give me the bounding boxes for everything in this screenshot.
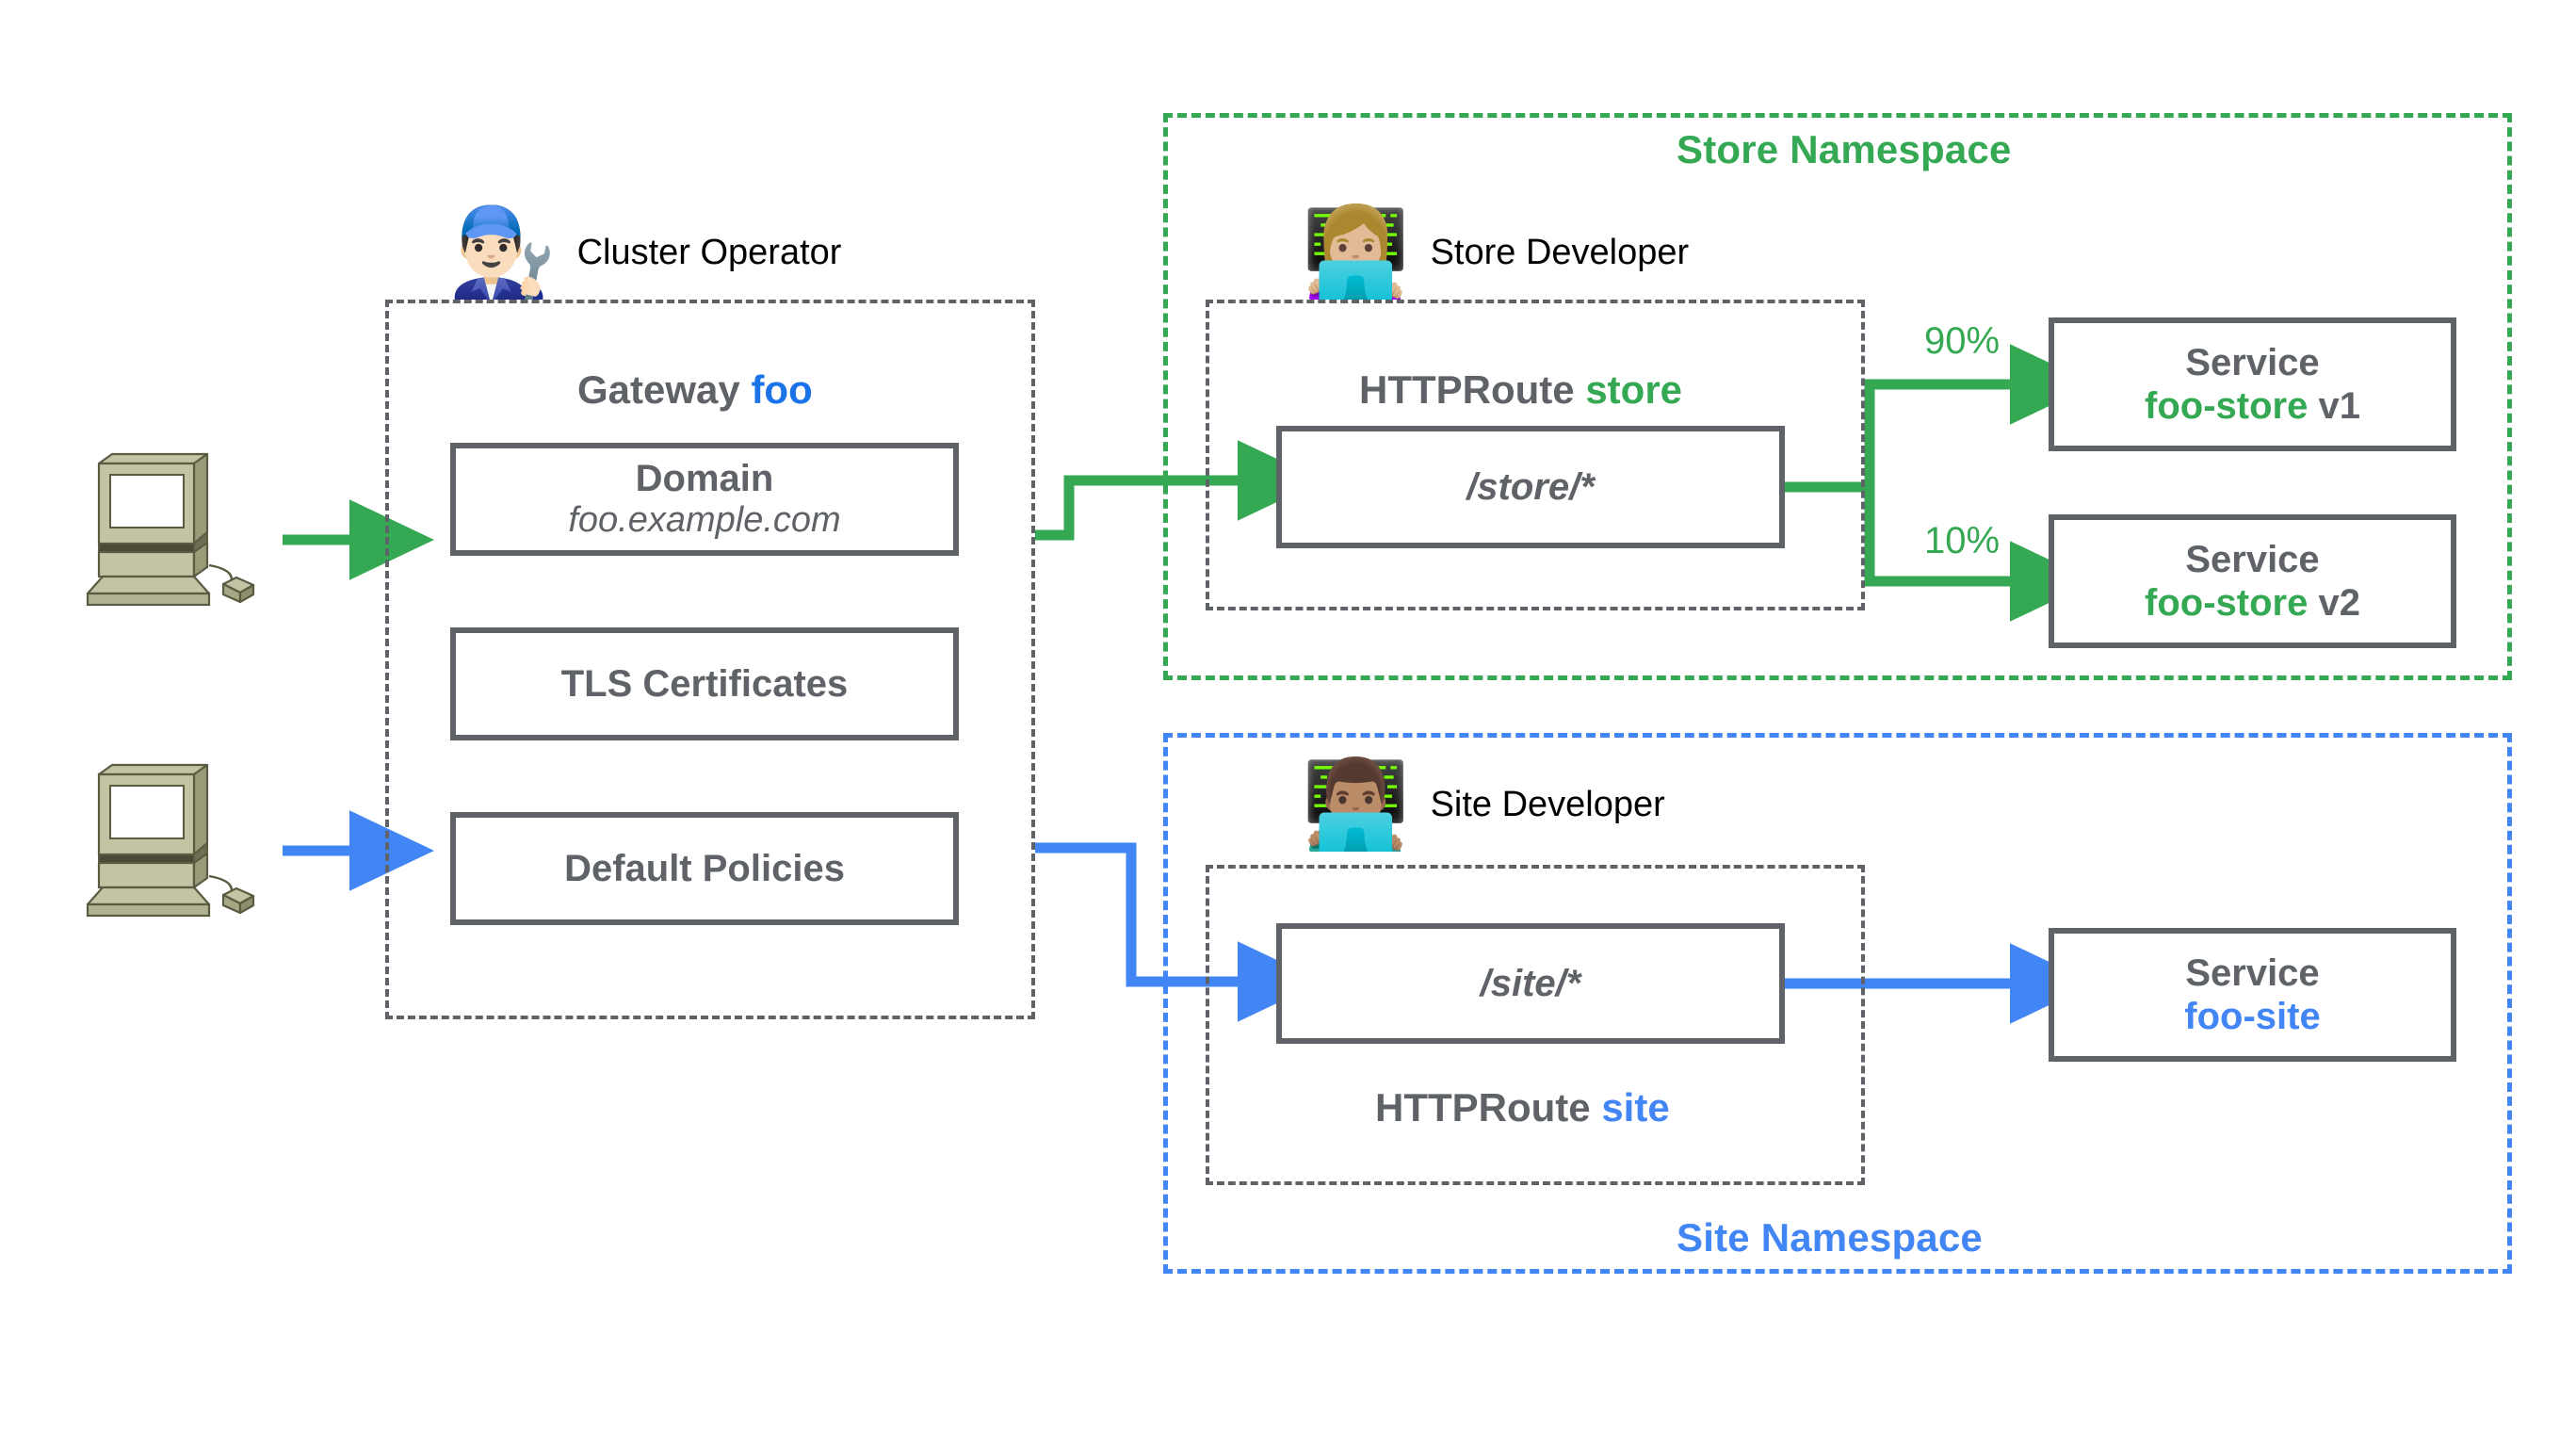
store-namespace-container xyxy=(1163,113,2512,680)
gateway-title-prefix: Gateway xyxy=(577,367,740,412)
woman-technologist-emoji: 👩🏼‍💻 xyxy=(1302,202,1410,302)
store-httproute-title-prefix: HTTPRoute xyxy=(1359,367,1575,412)
store-namespace-label: Store Namespace xyxy=(1677,127,2012,171)
service-foo-store-v2[interactable]: Service foo-store v2 xyxy=(2049,514,2456,648)
site-developer-label: Site Developer xyxy=(1430,784,1665,824)
service-site-name: foo-site xyxy=(2184,996,2321,1037)
gateway-title: Gateway foo xyxy=(577,367,813,413)
desktop-computer-icon xyxy=(86,452,255,607)
site-namespace-label: Site Namespace xyxy=(1677,1215,1983,1260)
service-site-heading: Service xyxy=(2185,952,2320,994)
gateway-title-name: foo xyxy=(751,367,813,412)
site-namespace-container xyxy=(1163,733,2512,1274)
store-path-value: /store/* xyxy=(1466,466,1595,508)
domain-heading: Domain xyxy=(635,458,774,500)
service-v2-version: v2 xyxy=(2308,582,2360,624)
man-technologist-emoji: 👨🏽‍💻 xyxy=(1302,754,1410,854)
site-path-match-box[interactable]: /site/* xyxy=(1276,923,1785,1044)
store-httproute-group-box xyxy=(1206,300,1865,610)
gateway-item-default-policies[interactable]: Default Policies xyxy=(450,812,959,925)
site-path-value: /site/* xyxy=(1480,963,1581,1004)
store-path-match-box[interactable]: /store/* xyxy=(1276,426,1785,548)
client-computer-2 xyxy=(80,763,283,937)
persona-cluster-operator: 👨🏻‍🔧 Cluster Operator xyxy=(448,209,841,296)
service-foo-site[interactable]: Service foo-site xyxy=(2049,928,2456,1062)
gateway-item-tls-certificates[interactable]: TLS Certificates xyxy=(450,627,959,740)
traffic-weight-v1: 90% xyxy=(1924,320,2001,362)
service-v2-name: foo-store xyxy=(2145,582,2309,624)
site-httproute-group-box xyxy=(1206,865,1865,1185)
service-v1-heading: Service xyxy=(2185,342,2320,383)
domain-value: foo.example.com xyxy=(568,500,841,541)
service-v2-name-row: foo-store v2 xyxy=(2145,581,2360,625)
site-httproute-title-prefix: HTTPRoute xyxy=(1375,1085,1591,1130)
cluster-operator-label: Cluster Operator xyxy=(576,232,842,272)
store-httproute-title-name: store xyxy=(1585,367,1683,412)
site-httproute-title-name: site xyxy=(1601,1085,1670,1130)
client-computer-1 xyxy=(80,452,283,626)
store-httproute-title: HTTPRoute store xyxy=(1359,367,1682,413)
traffic-weight-v2: 10% xyxy=(1924,520,2001,561)
service-v1-name: foo-store xyxy=(2145,385,2309,427)
service-v1-version: v1 xyxy=(2308,385,2360,427)
store-developer-label: Store Developer xyxy=(1430,232,1690,272)
gateway-group-box xyxy=(385,300,1035,1019)
persona-store-developer: 👩🏼‍💻 Store Developer xyxy=(1302,209,1689,296)
service-v2-heading: Service xyxy=(2185,539,2320,580)
tls-certificates-label: TLS Certificates xyxy=(560,663,849,705)
persona-site-developer: 👨🏽‍💻 Site Developer xyxy=(1302,761,1665,848)
service-v1-name-row: foo-store v1 xyxy=(2145,384,2360,428)
site-httproute-title: HTTPRoute site xyxy=(1375,1085,1670,1130)
service-foo-store-v1[interactable]: Service foo-store v1 xyxy=(2049,317,2456,451)
gateway-item-domain[interactable]: Domain foo.example.com xyxy=(450,443,959,556)
desktop-computer-icon xyxy=(86,763,255,918)
man-mechanic-emoji: 👨🏻‍🔧 xyxy=(448,202,557,302)
default-policies-label: Default Policies xyxy=(564,848,845,889)
